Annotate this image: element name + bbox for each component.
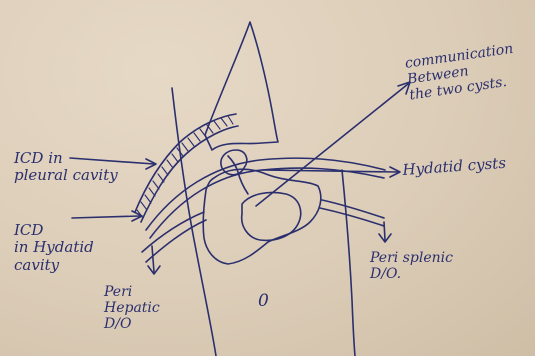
label-peri-hepatic: Peri Hepatic D/O	[104, 284, 160, 332]
right-wall-line	[342, 170, 355, 356]
diaphragm-line-lower	[150, 168, 384, 238]
mediastinum-shape	[205, 22, 278, 150]
hydatid-cyst-large	[203, 169, 321, 264]
splenic-tube-upper	[322, 200, 384, 218]
peri-hepatic-arrow-line	[152, 246, 154, 272]
hydatid-cysts-pointer-line	[262, 170, 398, 172]
label-peri-splenic: Peri splenic D/O.	[370, 250, 453, 282]
splenic-tube-lower	[320, 208, 384, 226]
peri-splenic-arrow-line	[384, 222, 385, 240]
hydatid-pointer-line	[72, 216, 140, 218]
label-icd-hydatid-cavity: ICD in Hydatid cavity	[14, 222, 94, 274]
label-icd-pleural-cavity: ICD in pleural cavity	[14, 150, 118, 185]
communication-pointer-line	[256, 84, 408, 206]
label-zero: 0	[258, 292, 269, 312]
